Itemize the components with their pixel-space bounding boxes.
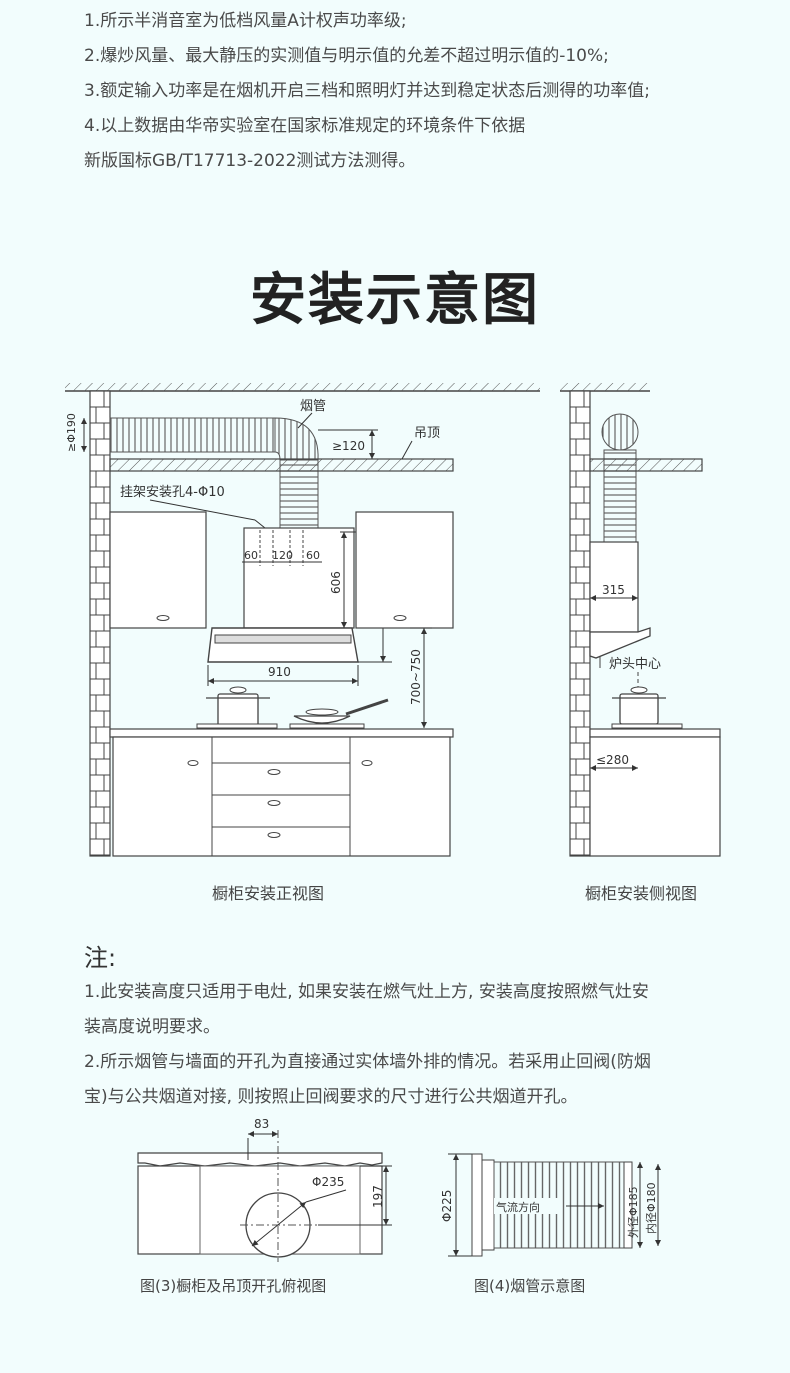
spec-note-5: 新版国标GB/T17713-2022测试方法测得。	[84, 151, 416, 171]
front-view-caption: 橱柜安装正视图	[212, 884, 325, 903]
install-note-4: 宝)与公共烟道对接, 则按照止回阀要求的尺寸进行公共烟道开孔。	[84, 1087, 578, 1107]
horizontal-pipe	[109, 417, 276, 453]
side-pipe-top	[601, 413, 639, 451]
hood-body	[207, 627, 359, 663]
side-cabinet	[589, 736, 721, 857]
side-false-ceiling	[589, 458, 703, 472]
dim-280: ≤280	[596, 753, 629, 767]
dim-60b: 60	[306, 549, 320, 562]
fig3-dim-83: 83	[254, 1117, 269, 1131]
false-ceiling	[109, 458, 454, 472]
installation-diagram: ≥Φ190 烟管 ≥120 吊顶 挂架安装孔4-Φ10 60 120 60 60…	[65, 383, 721, 857]
pan-icon	[289, 698, 389, 729]
lower-cabinet	[112, 736, 451, 857]
side-hood	[589, 627, 651, 659]
fig4-dim-outer: 外径Φ185	[627, 1186, 640, 1238]
spec-note-4: 4.以上数据由华帝实验室在国家标准规定的环境条件下依据	[84, 116, 526, 136]
fig4-dim-inner: 内径Φ180	[644, 1182, 658, 1234]
pot-icon	[196, 686, 278, 729]
top-ceiling-hatch	[65, 383, 540, 391]
side-countertop	[589, 728, 721, 738]
install-note-1: 1.此安装高度只适用于电灶, 如果安装在燃气灶上方, 安装高度按照燃气灶安	[84, 982, 649, 1002]
install-note-3: 2.所示烟管与墙面的开孔为直接通过实体墙外排的情况。若采用止回阀(防烟	[84, 1052, 651, 1072]
pipe-elbow	[274, 417, 319, 461]
upper-cabinet-right	[355, 511, 454, 629]
dim-height: 700~750	[409, 649, 423, 705]
fig3-dim-197: 197	[371, 1185, 385, 1208]
bottom-figures: 83 Φ235 197 Φ225 气流方向 外径Φ185 内径Φ180	[137, 1117, 661, 1262]
dim-910: 910	[268, 665, 291, 679]
section-title: 安装示意图	[250, 268, 540, 333]
fig4-dim-225: Φ225	[440, 1190, 454, 1222]
dim-606: 606	[329, 571, 343, 594]
notes-header: 注:	[84, 944, 117, 972]
brick-wall-left	[89, 390, 111, 857]
brick-wall-right	[569, 390, 591, 857]
fig3-dim-235: Φ235	[312, 1175, 344, 1189]
hood-panel	[214, 634, 352, 644]
spec-note-2: 2.爆炒风量、最大静压的实测值与明示值的允差不超过明示值的-10%;	[84, 46, 609, 66]
side-chimney	[589, 541, 639, 633]
countertop	[109, 728, 454, 738]
dim-120: 120	[272, 549, 293, 562]
label-pipe: 烟管	[300, 399, 326, 414]
fig3-caption: 图(3)橱柜及吊顶开孔俯视图	[140, 1277, 327, 1295]
fig4-caption: 图(4)烟管示意图	[474, 1277, 586, 1295]
mounting-holes	[259, 530, 304, 566]
fig4-label-flow: 气流方向	[496, 1200, 540, 1214]
side-pot-icon	[611, 686, 683, 729]
hood-chimney	[243, 527, 355, 629]
dim-315: 315	[602, 583, 625, 597]
dim-60a: 60	[244, 549, 258, 562]
dim-gap: ≥120	[332, 439, 365, 453]
label-ceiling: 吊顶	[414, 426, 440, 441]
label-hanger: 挂架安装孔4-Φ10	[120, 485, 225, 500]
spec-note-3: 3.额定输入功率是在烟机开启三档和照明灯并达到稳定状态后测得的功率值;	[84, 81, 650, 101]
install-note-2: 装高度说明要求。	[84, 1017, 220, 1037]
side-view-caption: 橱柜安装侧视图	[585, 884, 698, 903]
dim-pipe-dia: ≥Φ190	[65, 413, 78, 452]
upper-cabinet-left	[109, 511, 207, 629]
fig3-top-view	[137, 1130, 392, 1262]
spec-note-1: 1.所示半消音室为低档风量A计权声功率级;	[84, 11, 407, 31]
label-burner: 炉头中心	[609, 657, 661, 672]
